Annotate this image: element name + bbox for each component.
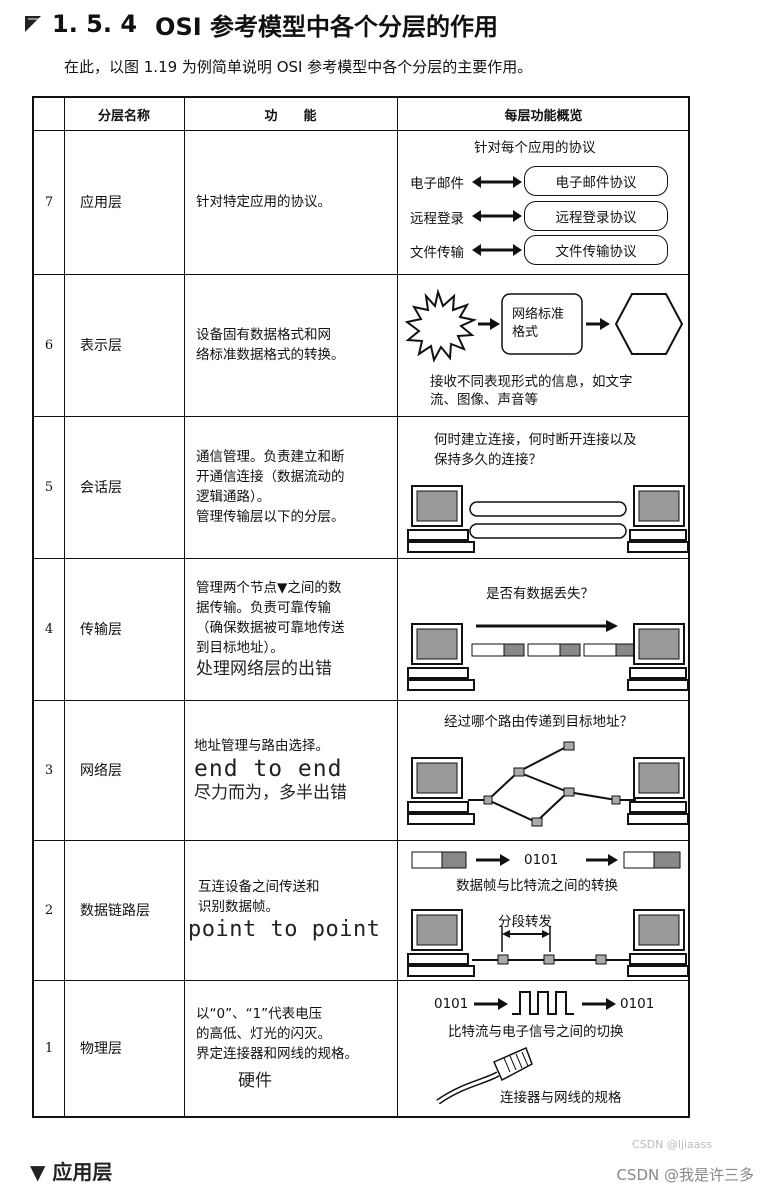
header-function: 功 能	[264, 108, 317, 124]
physical-caption: 比特流与电子信号之间的切换	[448, 1024, 624, 1040]
function-line: 络标准数据格式的转换。	[196, 347, 345, 363]
network-diagram	[407, 741, 689, 827]
layer-name: 物理层	[80, 1041, 122, 1057]
layer-function: 以“0”、“1”代表电压 的高低、灯光的闪灭。 界定连接器和网线的规格。 硬件	[184, 980, 397, 1116]
layer-name: 网络层	[80, 763, 122, 779]
computer-icon	[627, 623, 689, 691]
header-overview: 每层功能概览	[504, 108, 583, 124]
function-line: （确保数据被可靠地传送	[196, 620, 345, 636]
intro-text: 在此，以图 1.19 为例简单说明 OSI 参考模型中各个分层的主要作用。	[64, 58, 533, 76]
function-line: 到目标地址）。	[196, 640, 284, 656]
layer-name: 传输层	[80, 622, 122, 638]
computer-icon	[407, 485, 475, 553]
presentation-caption: 接收不同表现形式的信息，如文字	[430, 374, 633, 390]
session-caption: 保持多久的连接？	[434, 452, 542, 468]
computer-icon	[627, 909, 689, 977]
connector-cable-icon	[436, 1046, 533, 1104]
layer-number: 2	[44, 902, 54, 918]
pipe-shapes	[469, 501, 627, 539]
function-line: 据传输。负责可靠传输	[196, 600, 331, 616]
function-line: 管理两个节点▼之间的数	[196, 580, 342, 596]
handwritten-note: end to end	[194, 756, 343, 782]
session-diagram	[407, 485, 689, 553]
datalink-diagram	[407, 909, 689, 977]
function-line: 互连设备之间传送和	[198, 879, 320, 895]
network-caption: 经过哪个路由传递到目标地址？	[444, 714, 633, 730]
section-title: OSI 参考模型中各个分层的作用	[155, 12, 499, 41]
computer-icon	[407, 909, 475, 977]
hexagon-shape	[614, 293, 684, 355]
layer-name: 会话层	[80, 480, 122, 496]
data-packets	[471, 643, 637, 657]
function-line: 界定连接器和网线的规格。	[196, 1046, 358, 1062]
route-lines	[468, 745, 636, 824]
presentation-caption: 流、图像、声音等	[430, 392, 538, 408]
function-line: 针对特定应用的协议。	[196, 194, 331, 210]
starburst-shape	[404, 288, 478, 363]
computer-icon	[627, 757, 689, 825]
function-line: 管理传输层以下的分层。	[196, 509, 345, 525]
function-line: 设备固有数据格式和网	[196, 327, 331, 343]
function-line: 地址管理与路由选择。	[194, 738, 329, 754]
protocol-box: 电子邮件协议	[524, 166, 668, 196]
layer-number: 3	[44, 762, 54, 778]
handwritten-note: 处理网络层的出错	[196, 659, 332, 679]
handwritten-note: point to point	[188, 917, 381, 942]
double-arrows-icon	[472, 176, 522, 256]
watermark-small: CSDN @ljiaass	[632, 1138, 712, 1151]
layer-number: 4	[44, 621, 54, 637]
protocol-box: 远程登录协议	[524, 201, 668, 231]
app-item-label: 文件传输	[410, 245, 464, 261]
layer-name: 表示层	[80, 338, 122, 354]
section-number: 1. 5. 4	[52, 10, 138, 38]
transport-diagram	[407, 620, 689, 691]
handwritten-note: 尽力而为，多半出错	[194, 783, 347, 803]
computer-icon	[407, 757, 475, 825]
bits-label: 0101	[524, 852, 559, 868]
format-box-label: 网络标准格式	[512, 307, 565, 340]
osi-table: 分层名称 功 能 每层功能概览 7 应用层 针对特定应用的协议。 6 表示层 设…	[32, 96, 690, 1118]
bits-right-label: 0101	[620, 996, 655, 1012]
format-conversion-diagram	[404, 288, 684, 363]
forward-label: 分段转发	[498, 914, 552, 930]
watermark-large: CSDN @我是许三多	[616, 1166, 754, 1184]
frame-bits-diagram	[411, 851, 681, 869]
app-caption: 针对每个应用的协议	[474, 140, 596, 156]
function-line: 识别数据帧。	[198, 899, 279, 915]
session-caption: 何时建立连接，何时断开连接以及	[434, 432, 637, 448]
layer-function: 通信管理。负责建立和断 开通信连接（数据流动的 逻辑通路）。 管理传输层以下的分…	[184, 416, 397, 558]
app-item-label: 电子邮件	[410, 176, 464, 192]
connector-caption: 连接器与网线的规格	[500, 1090, 622, 1106]
transport-caption: 是否有数据丢失？	[486, 586, 594, 602]
triangle-marker-icon	[25, 16, 41, 32]
datalink-caption: 数据帧与比特流之间的转换	[456, 878, 618, 894]
function-line: 通信管理。负责建立和断	[196, 449, 345, 465]
app-item-label: 远程登录	[410, 211, 464, 227]
layer-name: 数据链路层	[80, 903, 150, 919]
signal-waveform-diagram	[474, 991, 616, 1015]
computer-icon	[407, 623, 475, 691]
protocol-box: 文件传输协议	[524, 235, 668, 265]
header-layer-name: 分层名称	[97, 108, 150, 124]
layer-number: 1	[44, 1040, 54, 1056]
function-line: 逻辑通路）。	[196, 489, 271, 505]
layer-function: 管理两个节点▼之间的数 据传输。负责可靠传输 （确保数据被可靠地传送 到目标地址…	[184, 558, 397, 700]
function-line: 的高低、灯光的闪灭。	[196, 1026, 331, 1042]
layer-function: 互连设备之间传送和 识别数据帧。 point to point	[184, 840, 397, 980]
handwritten-note: 硬件	[238, 1071, 272, 1091]
layer-number: 6	[44, 337, 54, 353]
function-line: 以“0”、“1”代表电压	[196, 1006, 323, 1022]
next-section-cut: ▼ 应用层	[30, 1160, 113, 1184]
computer-icon	[627, 485, 689, 553]
layer-number: 5	[44, 479, 54, 495]
function-line: 开通信连接（数据流动的	[196, 469, 345, 485]
layer-number: 7	[44, 194, 54, 210]
bits-left-label: 0101	[434, 996, 469, 1012]
layer-name: 应用层	[80, 195, 122, 211]
layer-function: 针对特定应用的协议。	[184, 130, 397, 274]
router-nodes	[483, 741, 621, 827]
layer-function: 设备固有数据格式和网 络标准数据格式的转换。	[184, 274, 397, 416]
section-heading: 1. 5. 4 OSI 参考模型中各个分层的作用	[24, 4, 498, 44]
layer-function: 地址管理与路由选择。 end to end 尽力而为，多半出错	[184, 700, 397, 840]
